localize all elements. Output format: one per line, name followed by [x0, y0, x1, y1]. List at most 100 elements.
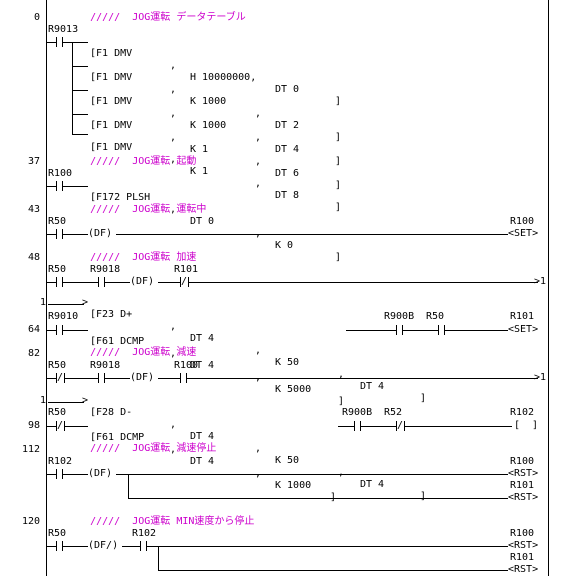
instr-name: [F1 DMV — [90, 72, 133, 83]
set-coil[interactable]: <SET> — [508, 228, 539, 239]
bracket: ] — [338, 396, 345, 407]
step-number: 48 — [27, 252, 40, 263]
contact-label[interactable]: R9018 — [90, 360, 121, 371]
contact-bar — [396, 325, 397, 335]
wire — [46, 426, 56, 427]
instr-name: [F1 DMV — [90, 96, 133, 107]
wire — [48, 402, 84, 403]
coil-label[interactable]: R100 — [510, 216, 535, 227]
contact-label[interactable]: R900B — [384, 311, 415, 322]
contact-label[interactable]: R52 — [384, 407, 403, 418]
contact-bar — [56, 469, 57, 479]
wire — [62, 330, 88, 331]
instr-name: [F28 D- — [90, 407, 133, 418]
wire — [46, 42, 56, 43]
contact-label[interactable]: R50 — [48, 264, 67, 275]
contact-label[interactable]: R9013 — [48, 24, 79, 35]
operand: DT 0 — [275, 84, 300, 95]
contact-bar — [98, 277, 99, 287]
contact-label[interactable]: R900B — [342, 407, 373, 418]
contact-bar — [396, 421, 397, 431]
wire — [104, 378, 130, 379]
instruction-row: [F172 PLSH , DT 0 , K 0 ] — [90, 180, 341, 276]
separator: , — [170, 84, 177, 95]
reset-coil[interactable]: <RST> — [508, 492, 539, 503]
contact-label[interactable]: R100 — [48, 168, 73, 179]
wire — [158, 378, 180, 379]
contact-label[interactable]: R100 — [174, 360, 199, 371]
operand: K 50 — [275, 455, 300, 466]
wire — [46, 186, 56, 187]
contact-label[interactable]: R101 — [174, 264, 199, 275]
comment-prefix: ///// — [90, 443, 121, 454]
contact-label[interactable]: R50 — [426, 311, 445, 322]
comment-text: JOG運転 加速 — [132, 252, 197, 263]
coil-label[interactable]: R102 — [510, 407, 535, 418]
wire — [62, 282, 98, 283]
wire — [46, 378, 56, 379]
instruction-row: [F61 DCMP , DT 4 , K 1000 ] — [90, 420, 336, 516]
contact-label[interactable]: R9018 — [90, 264, 121, 275]
wire — [46, 546, 56, 547]
contact-bar — [56, 277, 57, 287]
reset-coil[interactable]: <RST> — [508, 540, 539, 551]
separator: , — [170, 108, 177, 119]
operand: DT 4 — [190, 431, 215, 442]
operand: DT 4 — [190, 456, 215, 467]
wire — [116, 234, 508, 235]
contact-bar — [56, 37, 57, 47]
contact-label[interactable]: R102 — [48, 456, 73, 467]
separator: , — [255, 228, 262, 239]
comment-text: JOG運転 MIN速度から停止 — [132, 516, 255, 527]
output-coil[interactable]: [ ] — [514, 420, 539, 431]
reset-coil[interactable]: <RST> — [508, 564, 539, 575]
separator: , — [255, 156, 262, 167]
operand: DT 0 — [190, 216, 215, 227]
instruction-row: [F1 DMV , H 10000000, DT 0 ] — [90, 36, 341, 120]
rung-comment: ///// JOG運転 加速 — [66, 240, 196, 276]
reset-coil[interactable]: <RST> — [508, 468, 539, 479]
operand: DT 4 — [190, 360, 215, 371]
separator: , — [338, 369, 345, 380]
wire — [104, 282, 130, 283]
operand: K 50 — [275, 357, 300, 368]
separator: , — [255, 443, 262, 454]
contact-label[interactable]: R9010 — [48, 311, 79, 322]
rung-comment: ///// JOG運転 起動 — [66, 144, 196, 180]
separator: , — [338, 467, 345, 478]
arrow-icon: > — [534, 372, 541, 383]
wire — [146, 546, 508, 547]
df-instruction: (DF) — [88, 228, 113, 239]
contact-label[interactable]: R50 — [48, 216, 67, 227]
comment-text: JOG運転 起動 — [132, 156, 197, 167]
step-number: 37 — [27, 156, 40, 167]
comment-prefix: ///// — [90, 347, 121, 358]
wire — [128, 498, 508, 499]
coil-label[interactable]: R100 — [510, 456, 535, 467]
coil-label[interactable]: R101 — [510, 311, 535, 322]
contact-label[interactable]: R50 — [48, 528, 67, 539]
contact-label[interactable]: R102 — [132, 528, 157, 539]
operand: DT 6 — [275, 168, 300, 179]
arrow-icon: > — [82, 395, 89, 406]
step-number: 64 — [27, 324, 40, 335]
separator: , — [170, 321, 177, 332]
separator: , — [170, 419, 177, 430]
contact-label[interactable]: R50 — [48, 360, 67, 371]
wire — [46, 474, 56, 475]
left-power-rail — [46, 0, 47, 576]
wire — [62, 186, 88, 187]
wire — [444, 330, 508, 331]
coil-label[interactable]: R101 — [510, 552, 535, 563]
step-number: 82 — [27, 348, 40, 359]
instr-name: [F1 DMV — [90, 142, 133, 153]
coil-label[interactable]: R101 — [510, 480, 535, 491]
separator: , — [170, 444, 177, 455]
set-coil[interactable]: <SET> — [508, 324, 539, 335]
comment-prefix: ///// — [90, 516, 121, 527]
coil-label[interactable]: R100 — [510, 528, 535, 539]
separator: , — [255, 468, 262, 479]
contact-label[interactable]: R50 — [48, 407, 67, 418]
instr-name: [F1 DMV — [90, 120, 133, 131]
step-number: 0 — [33, 12, 40, 23]
